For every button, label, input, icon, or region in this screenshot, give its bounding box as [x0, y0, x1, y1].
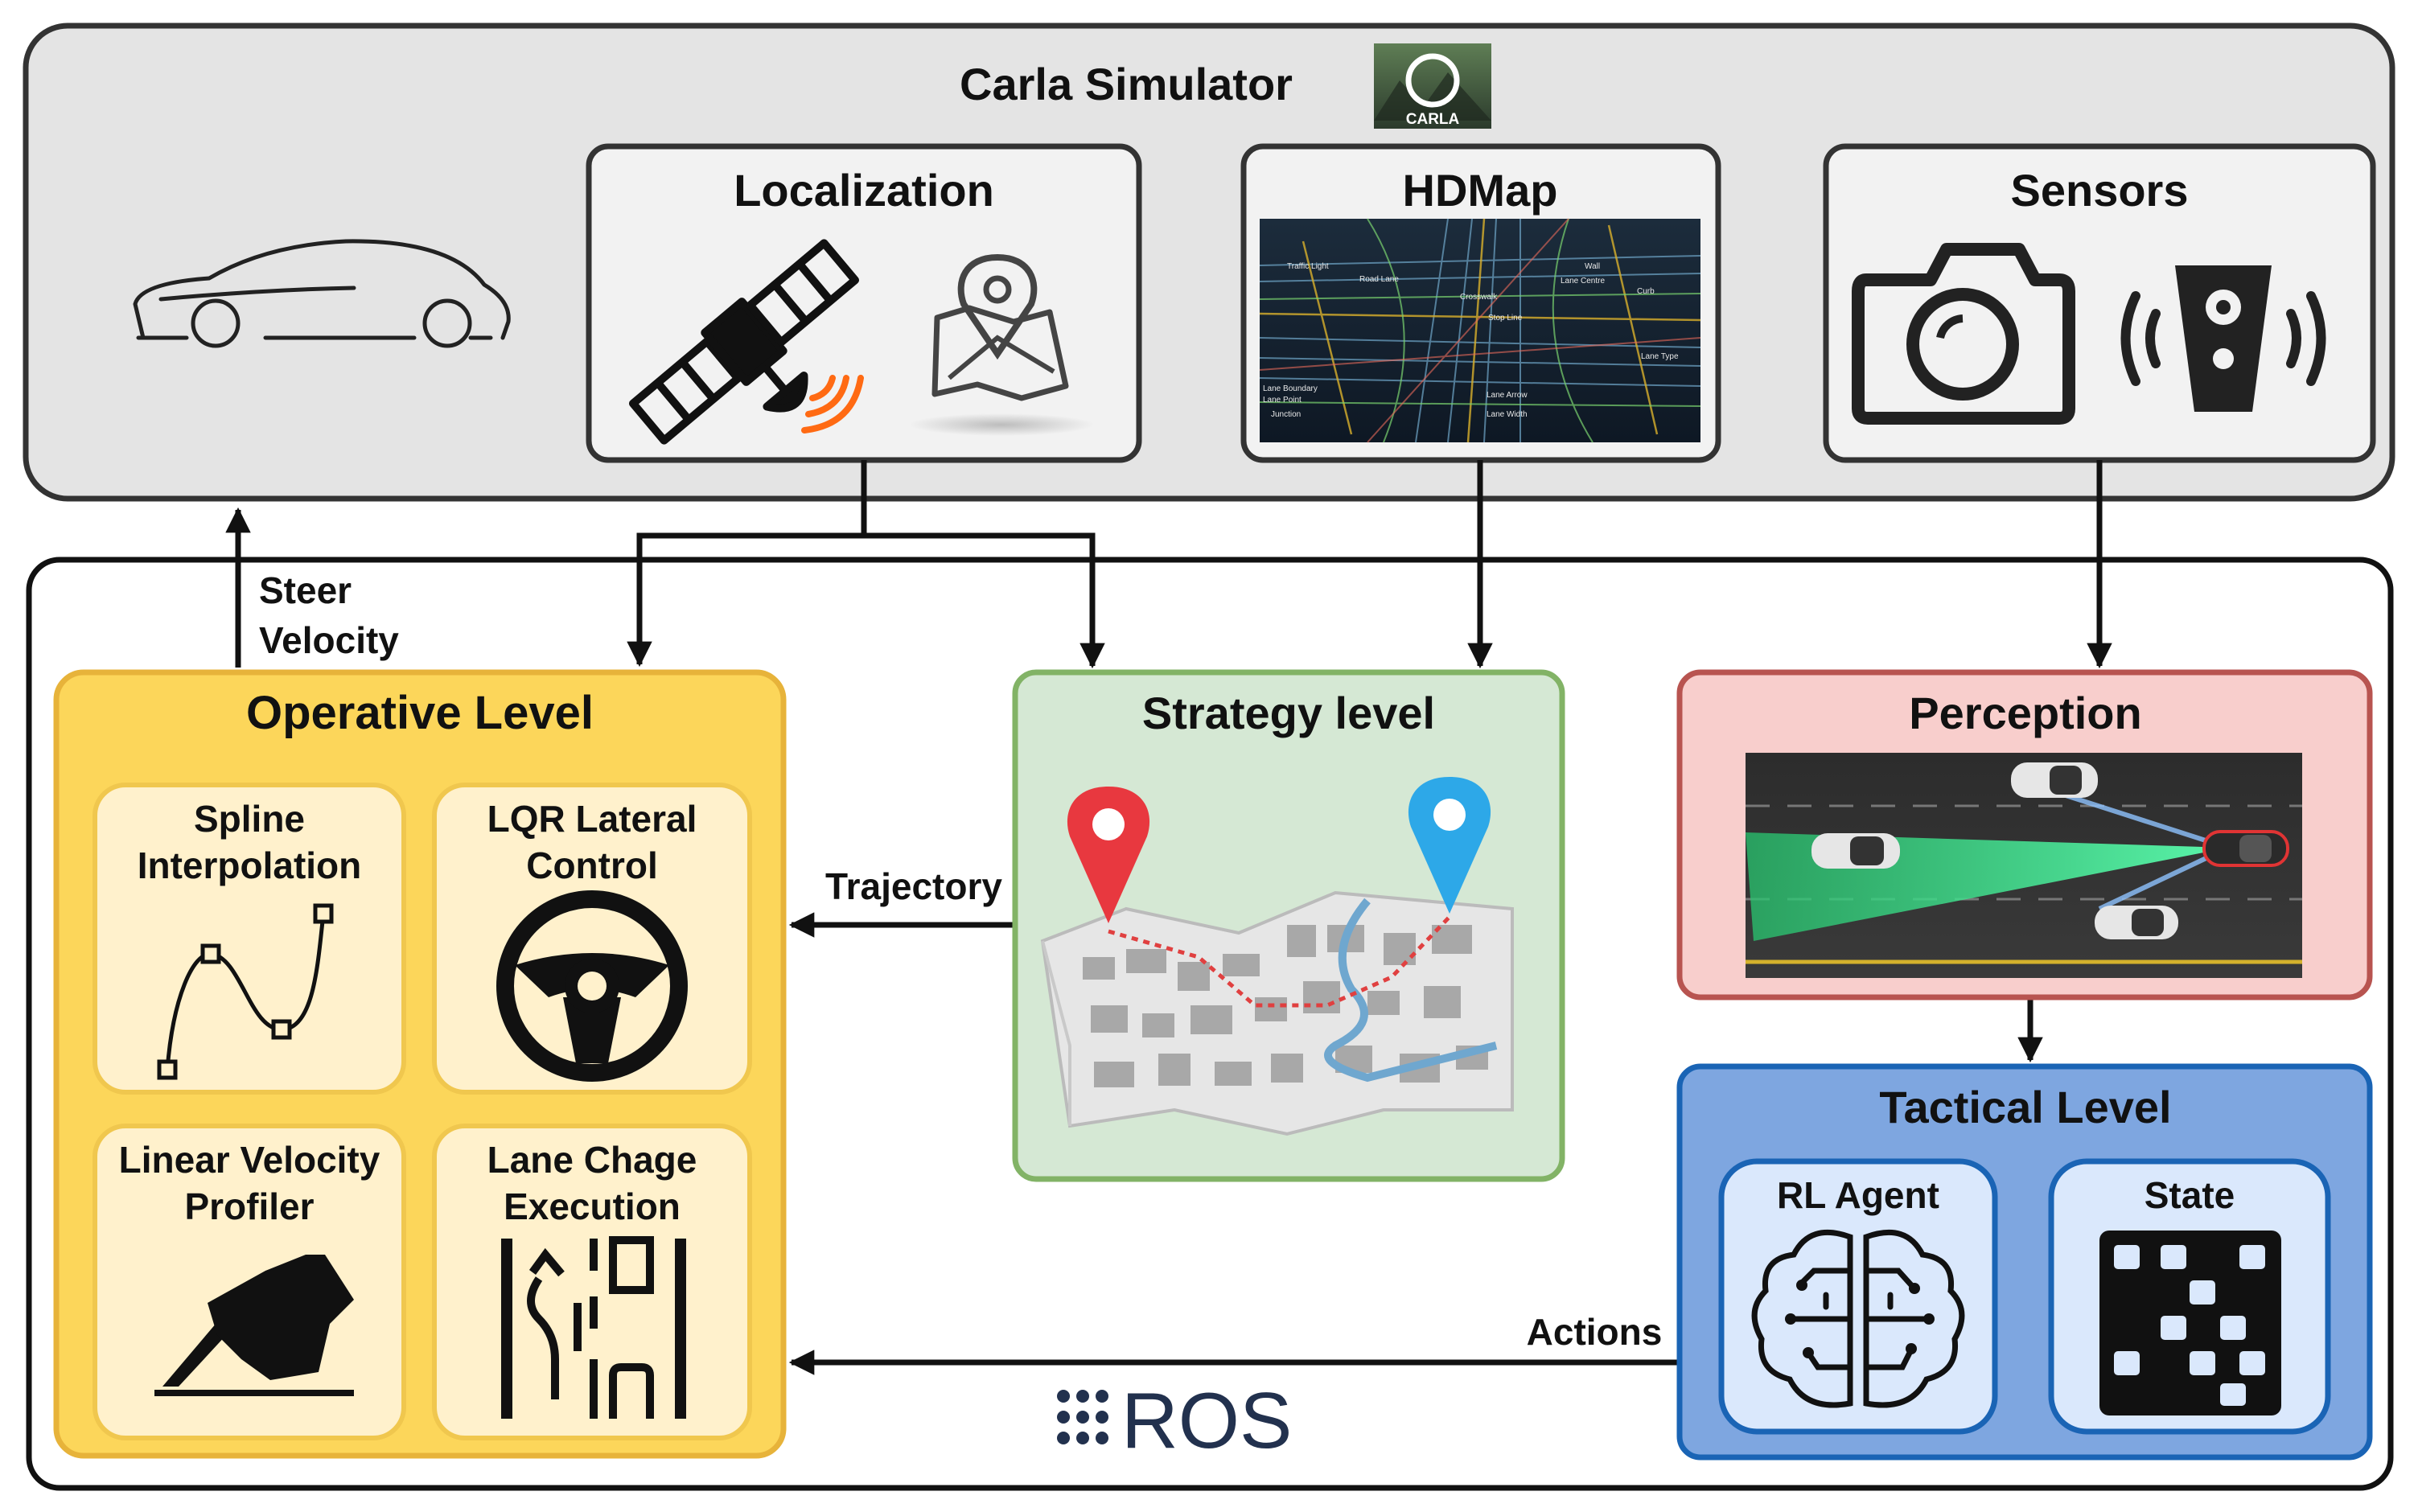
- spline-curve-icon: [157, 903, 334, 1080]
- hdmap-label: Lane Centre: [1561, 277, 1605, 286]
- lane-change-label: Lane Chage: [487, 1139, 697, 1181]
- operative-title: Operative Level: [246, 687, 594, 739]
- car-outline-icon: [133, 239, 511, 348]
- sensors-title: Sensors: [2011, 165, 2189, 216]
- hdmap-label: Crosswalk: [1460, 293, 1498, 302]
- carla-logo-text: CARLA: [1406, 111, 1460, 128]
- map-pin-icon: [909, 253, 1094, 436]
- state-card: State: [2048, 1158, 2331, 1435]
- hdmap-label: Wall: [1585, 262, 1600, 271]
- ego-vehicle-icon: [2202, 830, 2289, 867]
- strategy-level: Strategy level: [1012, 669, 1565, 1182]
- tactical-title: Tactical Level: [1879, 1082, 2171, 1132]
- velocity-label: Velocity: [259, 619, 399, 661]
- city-map-icon: [1040, 777, 1514, 1136]
- gps-signal-icon: [801, 375, 864, 433]
- connectors: [225, 460, 2112, 1375]
- lqr-card: LQR Lateral Control: [432, 783, 752, 1095]
- start-pin-icon: [1067, 787, 1150, 923]
- localization-to-operative-arrow: [627, 460, 867, 668]
- goal-pin-icon: [1408, 777, 1491, 914]
- hdmap-label: Junction: [1271, 410, 1301, 419]
- radar-icon: [2120, 265, 2326, 412]
- lane-change-icon: [501, 1236, 686, 1419]
- localization-title: Localization: [734, 165, 994, 216]
- hdmap-label: Stop Line: [1488, 314, 1523, 323]
- vehicle-icon: [2095, 906, 2178, 939]
- satellite-icon: [628, 239, 860, 445]
- camera-icon: [1852, 243, 2075, 425]
- simulator-title: Carla Simulator: [960, 59, 1293, 109]
- ros-logo-text: ROS: [1121, 1376, 1292, 1465]
- perception-title: Perception: [1909, 688, 2141, 738]
- state-label: State: [2145, 1174, 2235, 1216]
- hdmap-label: Lane Width: [1487, 410, 1528, 419]
- brain-circuit-icon: [1751, 1229, 1965, 1408]
- pedal-icon: [154, 1255, 354, 1396]
- vehicle-icon: [2011, 762, 2098, 798]
- rl-agent-label: RL Agent: [1777, 1174, 1939, 1216]
- hdmap-label: Lane Point: [1263, 396, 1302, 405]
- hdmap-label: Traffic Light: [1287, 262, 1329, 271]
- sensors-module: Sensors: [1823, 143, 2376, 463]
- hdmap-label: Lane Arrow: [1487, 391, 1528, 400]
- spline-label: Spline: [194, 798, 305, 840]
- ros-logo-icon: ROS: [1057, 1376, 1292, 1465]
- perception-module: Perception: [1676, 669, 2373, 1000]
- velocity-profiler-label: Linear Velocity: [119, 1139, 380, 1181]
- steering-wheel-icon: [496, 890, 688, 1082]
- steer-label: Steer: [259, 569, 352, 611]
- localization-to-strategy-arrow: [864, 532, 1105, 669]
- strategy-title: Strategy level: [1142, 688, 1435, 738]
- spline-label: Interpolation: [138, 844, 362, 886]
- lqr-label: Control: [526, 844, 658, 886]
- localization-module: Localization: [586, 143, 1142, 463]
- carla-simulator-container: Carla Simulator CARLA Localization: [23, 23, 2395, 502]
- lane-change-label: Execution: [504, 1185, 681, 1227]
- hdmap-label: Road Lane: [1359, 275, 1399, 284]
- hdmap-title: HDMap: [1403, 165, 1558, 216]
- hdmap-module: HDMap: [1240, 143, 1721, 463]
- vehicle-icon: [1811, 833, 1900, 869]
- lqr-label: LQR Lateral: [487, 798, 697, 840]
- hdmap-label: Lane Type: [1641, 352, 1679, 361]
- actions-label: Actions: [1527, 1311, 1663, 1353]
- carla-logo: CARLA: [1374, 43, 1491, 129]
- tactical-level: Tactical Level RL Agent: [1676, 1063, 2373, 1461]
- rl-agent-card: RL Agent: [1718, 1158, 1998, 1435]
- velocity-profiler-card: Linear Velocity Profiler: [93, 1124, 406, 1440]
- hdmap-label: Lane Boundary: [1263, 384, 1318, 393]
- hdmap-label: Curb: [1637, 287, 1655, 296]
- operative-level: Operative Level Spline Interpolation LQR…: [53, 669, 787, 1459]
- state-grid-icon: [2099, 1231, 2281, 1415]
- perception-image: [1746, 753, 2302, 978]
- hdmap-image: Traffic Light Road Lane Crosswalk Stop L…: [1259, 218, 1701, 443]
- lane-change-card: Lane Chage Execution: [432, 1124, 752, 1440]
- spline-card: Spline Interpolation: [93, 783, 406, 1095]
- trajectory-label: Trajectory: [825, 865, 1002, 907]
- velocity-profiler-label: Profiler: [184, 1185, 314, 1227]
